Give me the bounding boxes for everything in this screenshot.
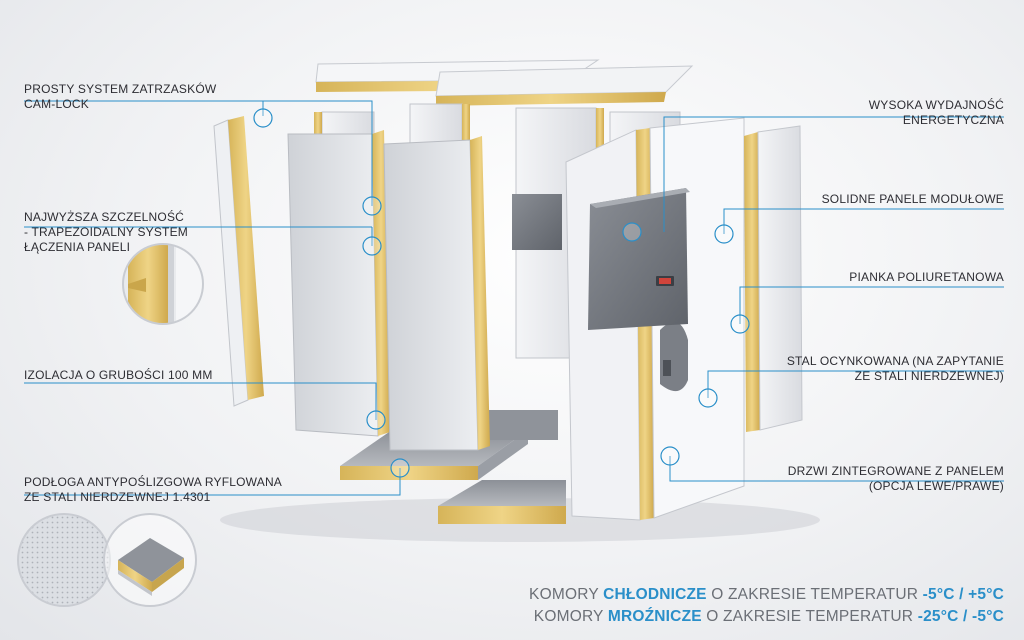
label-line: ENERGETYCZNA bbox=[902, 113, 1004, 127]
label-line: WYSOKA WYDAJNOŚĆ bbox=[868, 98, 1004, 112]
refrigeration-unit bbox=[588, 188, 690, 330]
temperature-line-cooling: KOMORY CHŁODNICZE O ZAKRESIE TEMPERATUR … bbox=[529, 586, 1004, 604]
roof-panels bbox=[315, 59, 694, 106]
temp-middle: O ZAKRESIE TEMPERATUR bbox=[711, 586, 919, 603]
label-line: PROSTY SYSTEM ZATRZASKÓW bbox=[24, 82, 217, 96]
callout-markers bbox=[253, 108, 750, 478]
label-galvanized-steel: STAL OCYNKOWANA (NA ZAPYTANIE ZE STALI N… bbox=[787, 354, 1004, 384]
label-sealing: NAJWYŻSZA SZCZELNOŚĆ - TRAPEZOIDALNY SYS… bbox=[24, 210, 188, 255]
temp-prefix: KOMORY bbox=[529, 586, 599, 603]
label-line: NAJWYŻSZA SZCZELNOŚĆ bbox=[24, 210, 185, 224]
temp-range-cooling: -5°C / +5°C bbox=[922, 586, 1004, 603]
label-line: (OPCJA LEWE/PRAWE) bbox=[868, 479, 1004, 493]
temperature-line-freezing: KOMORY MROŹNICZE O ZAKRESIE TEMPERATUR -… bbox=[534, 608, 1004, 626]
label-line: ZE STALI NIERDZEWNEJ) bbox=[854, 369, 1004, 383]
label-line: ZE STALI NIERDZEWNEJ 1.4301 bbox=[24, 490, 211, 504]
temp-range-freezing: -25°C / -5°C bbox=[917, 608, 1004, 625]
label-cam-lock: PROSTY SYSTEM ZATRZASKÓW CAM-LOCK bbox=[24, 82, 216, 112]
temp-type-cooling: CHŁODNICZE bbox=[603, 586, 707, 603]
label-line: PODŁOGA ANTYPOŚLIZGOWA RYFLOWANA bbox=[24, 475, 283, 489]
right-wall-panel bbox=[744, 125, 803, 432]
temp-prefix: KOMORY bbox=[533, 608, 604, 625]
floor-layers-inset bbox=[103, 513, 197, 607]
label-floor: PODŁOGA ANTYPOŚLIZGOWA RYFLOWANA ZE STAL… bbox=[24, 475, 282, 505]
label-modular-panels: SOLIDNE PANELE MODUŁOWE bbox=[822, 192, 1004, 207]
joint-detail-inset bbox=[122, 243, 204, 325]
label-pu-foam: PIANKA POLIURETANOWA bbox=[849, 270, 1004, 285]
label-line: STAL OCYNKOWANA (NA ZAPYTANIE bbox=[786, 354, 1004, 368]
label-line: SOLIDNE PANELE MODUŁOWE bbox=[821, 192, 1004, 206]
label-line: PIANKA POLIURETANOWA bbox=[849, 270, 1004, 284]
label-line: DRZWI ZINTEGROWANE Z PANELEM bbox=[787, 464, 1004, 478]
left-wall-panel bbox=[213, 116, 264, 407]
temp-middle: O ZAKRESIE TEMPERATUR bbox=[706, 608, 914, 625]
door-handle bbox=[660, 322, 688, 392]
label-efficiency: WYSOKA WYDAJNOŚĆ ENERGETYCZNA bbox=[869, 98, 1004, 128]
floor-texture-inset bbox=[17, 513, 111, 607]
label-integrated-door: DRZWI ZINTEGROWANE Z PANELEM (OPCJA LEWE… bbox=[788, 464, 1004, 494]
condenser-back-unit bbox=[512, 194, 562, 250]
label-line: ŁĄCZENIA PANELI bbox=[24, 240, 131, 254]
callout-lines bbox=[24, 100, 1004, 496]
label-line: CAM-LOCK bbox=[24, 97, 89, 111]
label-insulation: IZOLACJA O GRUBOŚCI 100 MM bbox=[24, 368, 213, 383]
label-line: - TRAPEZOIDALNY SYSTEM bbox=[24, 225, 188, 239]
temp-type-freezing: MROŹNICZE bbox=[607, 608, 702, 625]
front-left-panels bbox=[287, 130, 490, 451]
label-line: IZOLACJA O GRUBOŚCI 100 MM bbox=[24, 368, 213, 382]
